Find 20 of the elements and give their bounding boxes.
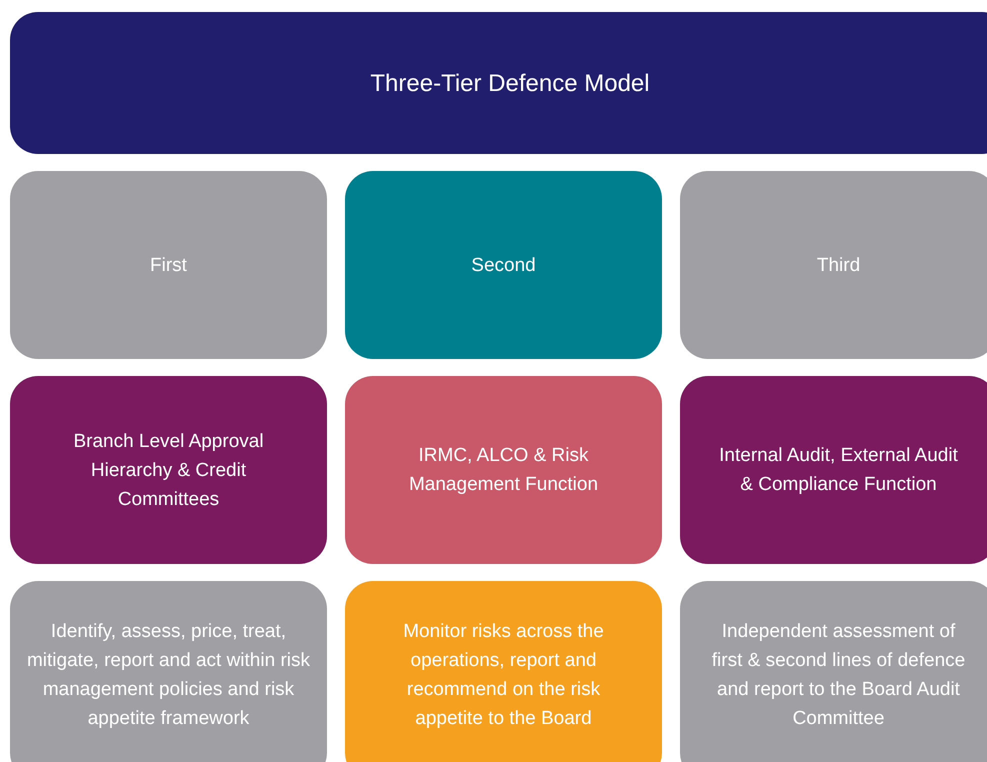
- function-box: [345, 376, 662, 564]
- tier-header-box: [680, 171, 987, 359]
- box-text: Third: [816, 254, 860, 278]
- responsibility-box: [10, 581, 327, 762]
- box-text: Identify, assess, price, treat, mitigate, report and act within risk management policies and risk appetite framework: [26, 620, 311, 731]
- box-text: IRMC, ALCO & Risk Management Function: [408, 444, 600, 497]
- tier-header-box: [10, 171, 327, 359]
- title-banner: [10, 12, 987, 154]
- responsibility-box: [345, 581, 662, 762]
- box-text: Internal Audit, External Audit & Compliance Function: [718, 444, 958, 497]
- function-box: [10, 376, 327, 564]
- box-text: Independent assessment of first & second lines of defence and report to the Board Audit Committee: [710, 620, 966, 731]
- box-text: First: [150, 254, 187, 278]
- function-box: [680, 376, 987, 564]
- box-text: Second: [471, 254, 536, 278]
- box-text: Branch Level Approval Hierarchy & Credit Committees: [72, 430, 265, 512]
- banner-text: Three-Tier Defence Model: [370, 68, 650, 98]
- box-text: Monitor risks across the operations, report and recommend on the risk appetite to the Board: [402, 620, 605, 731]
- tier-header-box: [345, 171, 662, 359]
- responsibility-box: [680, 581, 987, 762]
